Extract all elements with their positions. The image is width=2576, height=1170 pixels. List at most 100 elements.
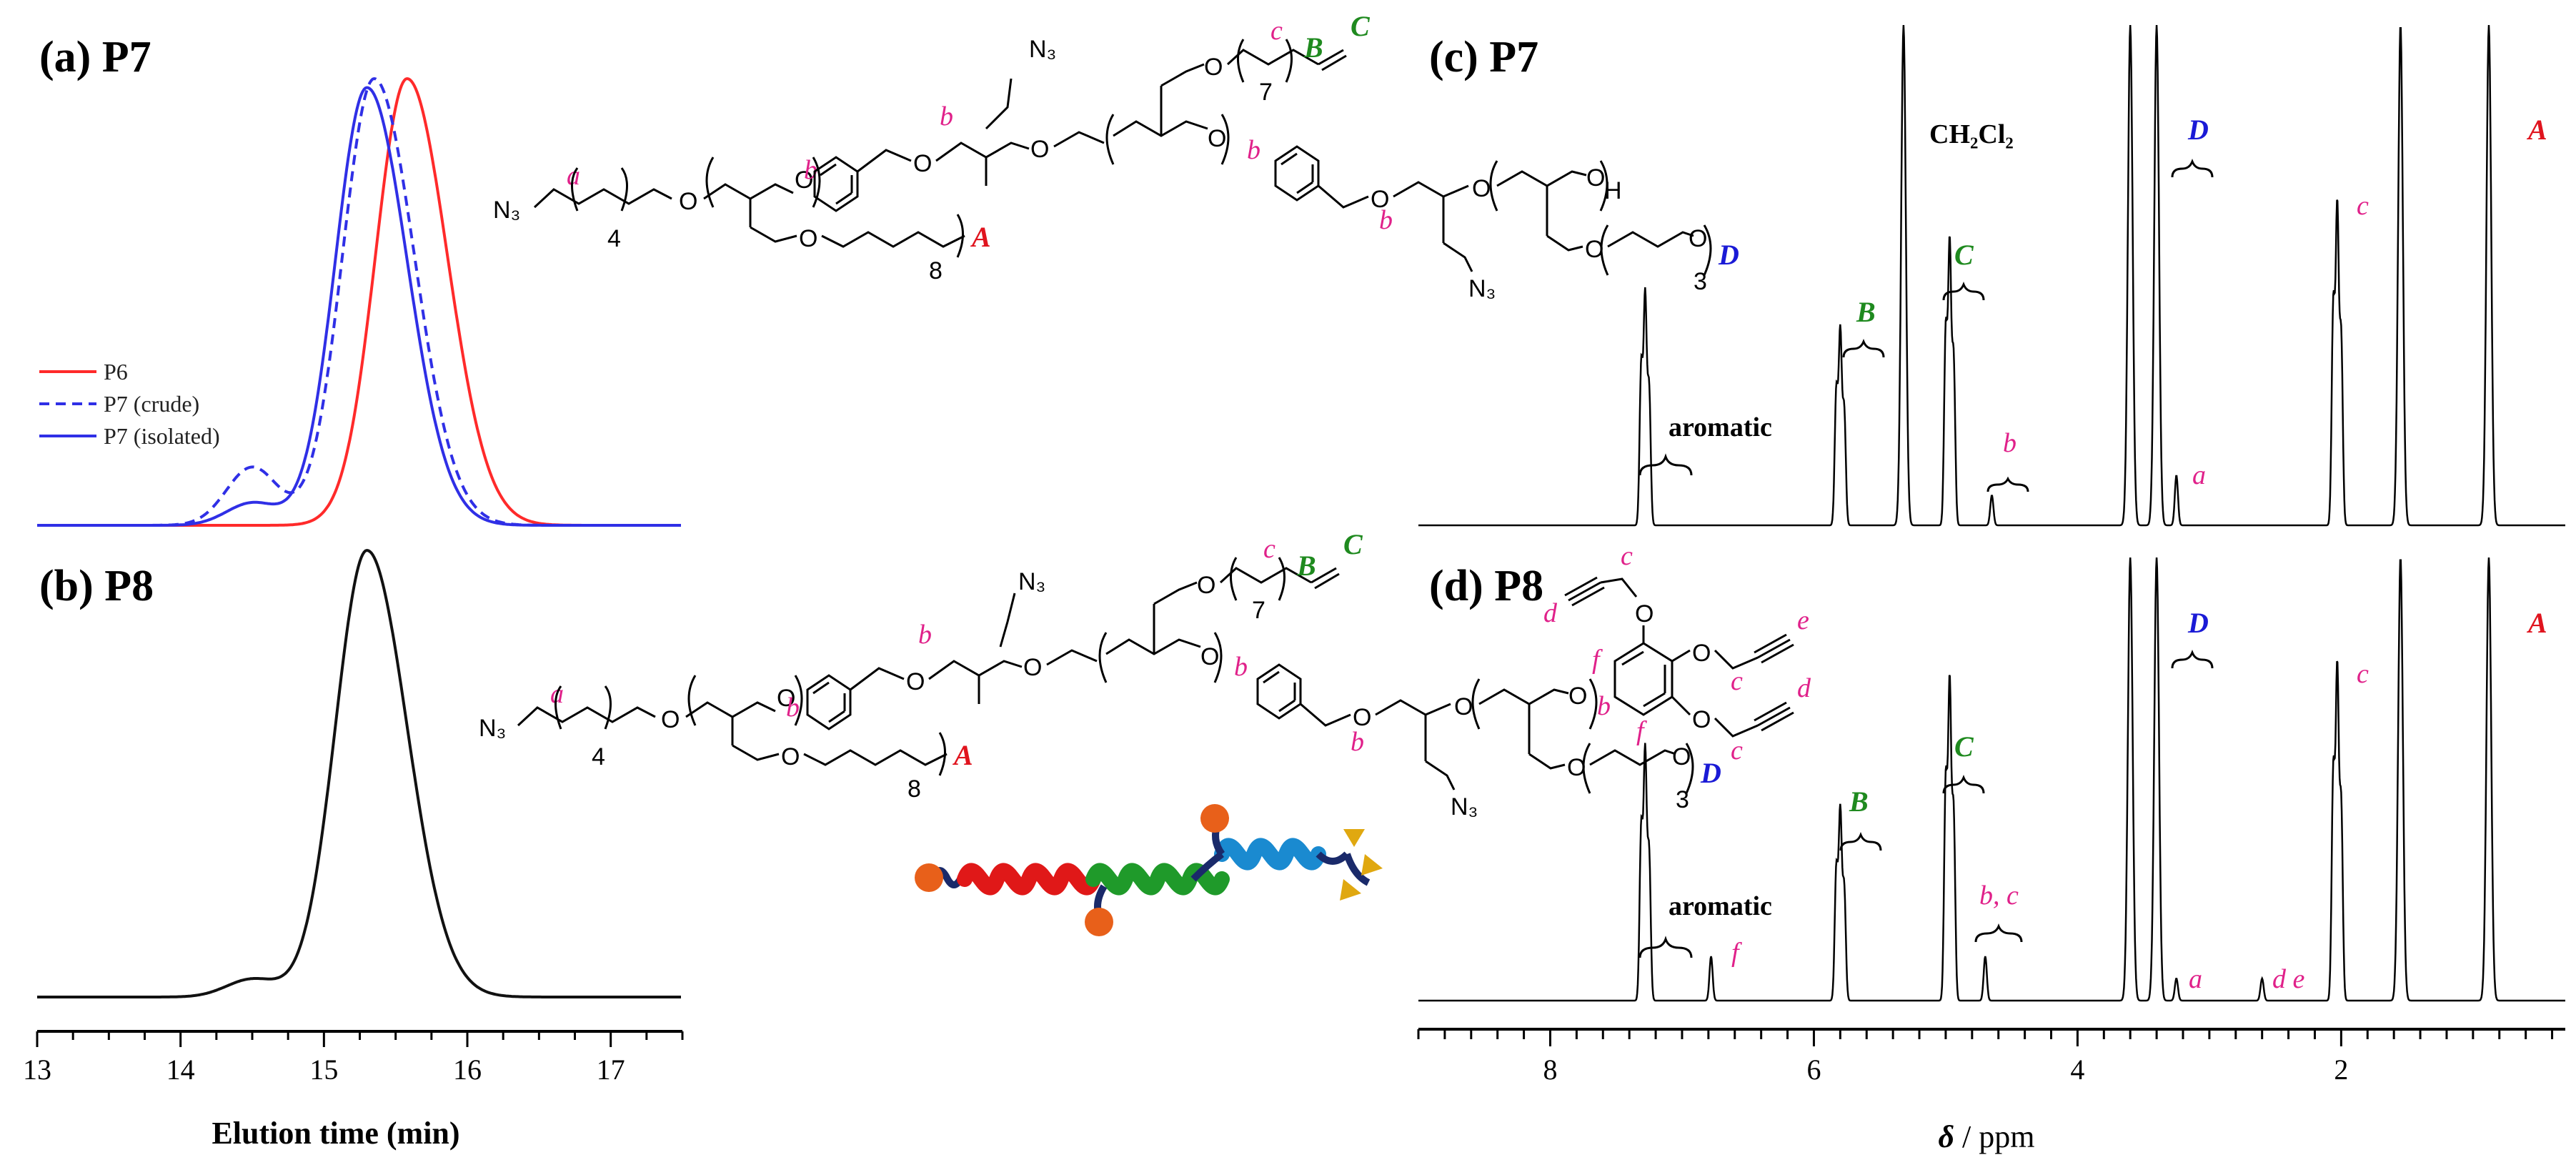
sec-curve-p6 bbox=[37, 76, 681, 527]
nmr-tick-label: 8 bbox=[1543, 1054, 1557, 1086]
o13-bottom: O bbox=[1635, 600, 1653, 628]
nmr-trace-p7 bbox=[1418, 24, 2565, 527]
sub3-bottom: 3 bbox=[1676, 786, 1689, 813]
proton-b1-bottom: b bbox=[786, 693, 800, 723]
n1-bottom: n bbox=[761, 716, 775, 746]
sub3-top: 3 bbox=[1694, 268, 1707, 295]
o7-bottom: O bbox=[1197, 572, 1215, 599]
panel-label-b: (b) P8 bbox=[39, 562, 154, 610]
proton-b2-top: b bbox=[940, 101, 953, 132]
alkene-B-bottom: B bbox=[1296, 550, 1316, 582]
o12-bottom: O bbox=[1672, 743, 1691, 770]
azide-mid-bottom: N₃ bbox=[1018, 568, 1045, 595]
proton-d2-bottom: d bbox=[1797, 673, 1811, 703]
proton-e-bottom: e bbox=[1797, 605, 1809, 635]
proton-c2-bottom: c bbox=[1621, 541, 1633, 571]
polymer-cartoon bbox=[915, 804, 1383, 936]
sub4-bottom: 4 bbox=[592, 743, 605, 770]
sub4-top: 4 bbox=[607, 225, 621, 252]
label-a-c: a bbox=[2192, 460, 2206, 490]
nmr-labels-c: aromatic B CH₂Cl₂ C b D a c A bbox=[1638, 114, 2547, 492]
sec-chart-a bbox=[37, 76, 681, 527]
sec-tick-label: 15 bbox=[309, 1054, 338, 1086]
proton-f1-bottom: f bbox=[1592, 645, 1603, 675]
sec-x-axis-title: Elution time (min) bbox=[212, 1116, 459, 1151]
panel-label-d: (d) P8 bbox=[1429, 562, 1543, 610]
label-b-c: b bbox=[2003, 428, 2016, 458]
o6-top: O bbox=[1208, 125, 1226, 152]
legend-item-p7-crude: P7 (crude) bbox=[104, 391, 199, 417]
label-a-d: a bbox=[2189, 964, 2202, 994]
n3-top: n bbox=[1579, 194, 1593, 224]
panel-label-c: (c) P7 bbox=[1429, 33, 1538, 81]
o2-bottom: O bbox=[777, 685, 795, 712]
proton-b2-bottom: b bbox=[918, 620, 932, 650]
alkene-C-bottom: C bbox=[1343, 528, 1363, 560]
o8-bottom: O bbox=[1353, 704, 1371, 731]
structure-p8: N₃ a 4 O O n b O 8 A b O N₃ O O n b O bbox=[479, 528, 1811, 821]
o14-bottom: O bbox=[1692, 640, 1711, 667]
nmr-tick-label: 4 bbox=[2070, 1054, 2084, 1086]
o9-top: O bbox=[1472, 175, 1491, 202]
sec-curve-p7-isolated bbox=[37, 86, 681, 527]
o1-top: O bbox=[679, 188, 697, 215]
end-D-top: D bbox=[1718, 239, 1739, 271]
n1-top: n bbox=[779, 198, 792, 228]
n2-top: n bbox=[1204, 159, 1218, 189]
nmr-spectrum-d bbox=[1418, 557, 2565, 1002]
azide-right-top: N₃ bbox=[1468, 275, 1496, 302]
proton-b5-bottom: b bbox=[1597, 691, 1611, 721]
label-C-d: C bbox=[1954, 730, 1974, 763]
sec-chart-b bbox=[37, 548, 681, 998]
label-de-d: d e bbox=[2272, 964, 2305, 994]
sub8-top: 8 bbox=[929, 257, 943, 284]
panel-label-a: (a) P7 bbox=[39, 33, 151, 81]
sec-legend: P6 P7 (crude) P7 (isolated) bbox=[39, 359, 220, 449]
end-D-bottom: D bbox=[1700, 757, 1721, 789]
proton-c-top: c bbox=[1270, 16, 1283, 46]
proton-c4-bottom: c bbox=[1731, 735, 1743, 765]
label-ch2cl2-c: CH₂Cl₂ bbox=[1929, 119, 2014, 149]
nmr-labels-d: aromatic f B C b, c D a d e c A bbox=[1638, 607, 2547, 994]
o12-top: O bbox=[1689, 225, 1707, 252]
nmr-tick-label: 2 bbox=[2334, 1054, 2348, 1086]
nmr-spectrum-c bbox=[1418, 24, 2565, 527]
sec-tick-label: 14 bbox=[166, 1054, 195, 1086]
label-f-d: f bbox=[1731, 938, 1742, 968]
label-D-c: D bbox=[2187, 114, 2209, 146]
n3-bottom: n bbox=[1572, 713, 1586, 743]
sub7-bottom: 7 bbox=[1252, 597, 1265, 624]
label-D-d: D bbox=[2187, 607, 2209, 639]
o4-top: O bbox=[913, 150, 932, 177]
sec-curve-p7-crude bbox=[37, 76, 681, 527]
label-B-c: B bbox=[1856, 296, 1876, 328]
legend-item-p7-isolated: P7 (isolated) bbox=[104, 423, 220, 449]
ppm-unit: / ppm bbox=[1954, 1119, 2034, 1154]
end-A-bottom: A bbox=[952, 739, 973, 771]
o6-bottom: O bbox=[1200, 643, 1219, 670]
o5-bottom: O bbox=[1023, 654, 1042, 681]
label-A-c: A bbox=[2526, 114, 2547, 146]
proton-b4-bottom: b bbox=[1351, 727, 1364, 757]
label-aromatic-d: aromatic bbox=[1669, 891, 1772, 921]
nmr-tick-label: 6 bbox=[1806, 1054, 1821, 1086]
azide-mid-top: N₃ bbox=[1029, 36, 1056, 63]
label-c-d: c bbox=[2357, 659, 2369, 689]
azide-left-bottom: N₃ bbox=[479, 715, 506, 742]
h-top: H bbox=[1604, 177, 1622, 204]
alkene-B-top: B bbox=[1303, 31, 1323, 64]
o5-top: O bbox=[1030, 136, 1049, 163]
azide-right-bottom: N₃ bbox=[1451, 793, 1478, 821]
sec-tick-label: 17 bbox=[597, 1054, 625, 1086]
proton-f2-bottom: f bbox=[1636, 716, 1647, 746]
o3-bottom: O bbox=[781, 743, 800, 770]
o2-top: O bbox=[795, 167, 813, 194]
nmr-x-axis-title: δ / ppm bbox=[1939, 1119, 2035, 1154]
proton-d1-bottom: d bbox=[1543, 598, 1558, 628]
n2-bottom: n bbox=[1197, 677, 1210, 707]
o3-top: O bbox=[799, 225, 817, 252]
sec-tick-label: 16 bbox=[453, 1054, 482, 1086]
sub7-top: 7 bbox=[1259, 79, 1273, 106]
